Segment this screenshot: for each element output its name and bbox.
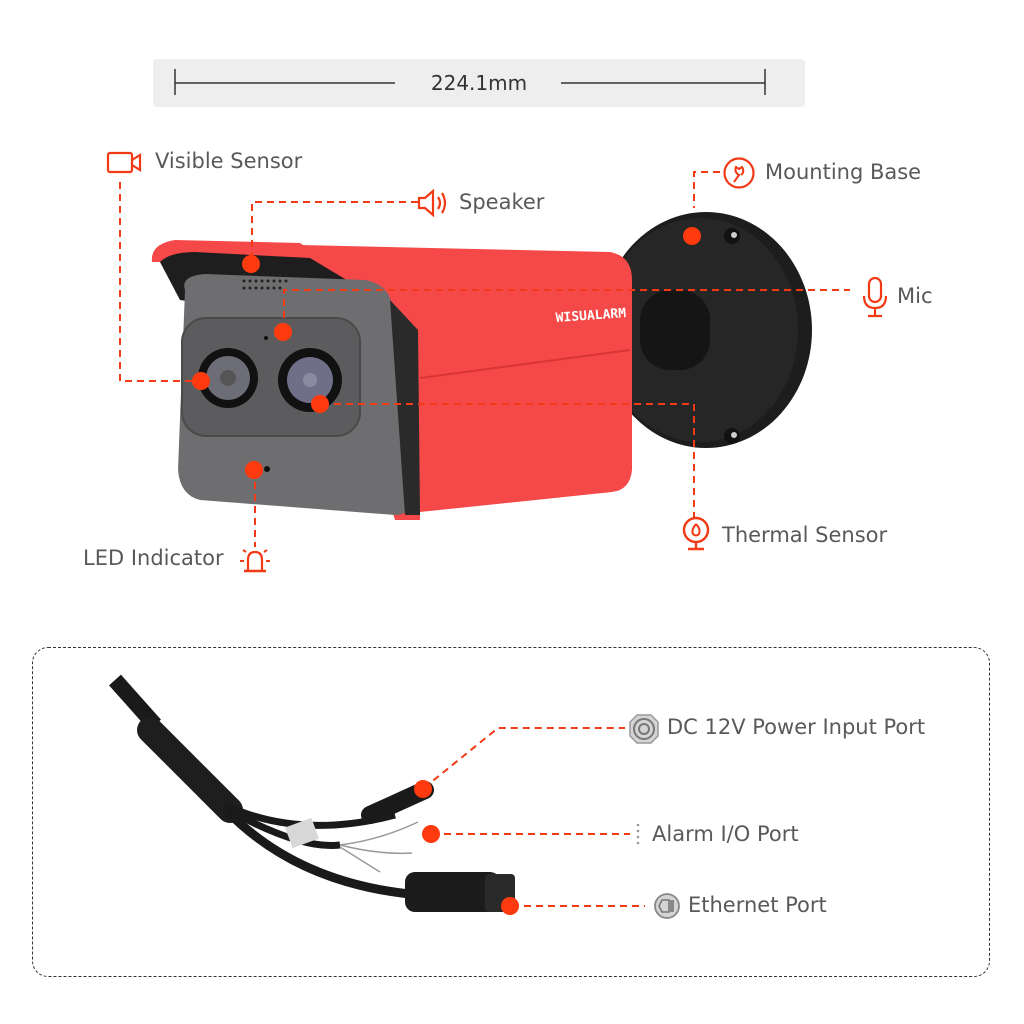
dimension-bar: 224.1mm: [153, 59, 805, 107]
video-camera-icon: [106, 151, 142, 174]
dimension-ruler: [174, 69, 766, 95]
camera-illustration: WISUALARM: [119, 171, 850, 542]
label-thermal-sensor: Thermal Sensor: [722, 523, 888, 547]
microphone-icon: [862, 276, 888, 318]
ethernet-connector-icon: [654, 893, 680, 919]
label-alarm-io-port: Alarm I/O Port: [652, 822, 799, 846]
alarm-light-icon: [240, 542, 270, 573]
dc-connector-icon: [629, 714, 659, 744]
label-dc-power-port: DC 12V Power Input Port: [667, 715, 926, 739]
label-visible-sensor: Visible Sensor: [155, 149, 303, 173]
alarm-pins-icon: [636, 823, 640, 845]
thermal-flame-icon: [682, 516, 710, 551]
label-ethernet-port: Ethernet Port: [688, 893, 827, 917]
label-led-indicator: LED Indicator: [83, 546, 224, 570]
label-mic: Mic: [897, 284, 933, 308]
mounting-base-plate: [600, 212, 812, 448]
label-mounting-base: Mounting Base: [765, 160, 922, 184]
wrench-icon: [723, 157, 755, 189]
dimension-label: 224.1mm: [430, 71, 528, 95]
label-speaker: Speaker: [459, 190, 545, 214]
speaker-icon: [417, 188, 447, 218]
leader-lines: [119, 171, 850, 542]
camera-body: [151, 240, 632, 520]
ports-section: [32, 647, 990, 977]
callout-dots: [192, 227, 701, 479]
brand-logo: WISUALARM: [555, 306, 626, 326]
